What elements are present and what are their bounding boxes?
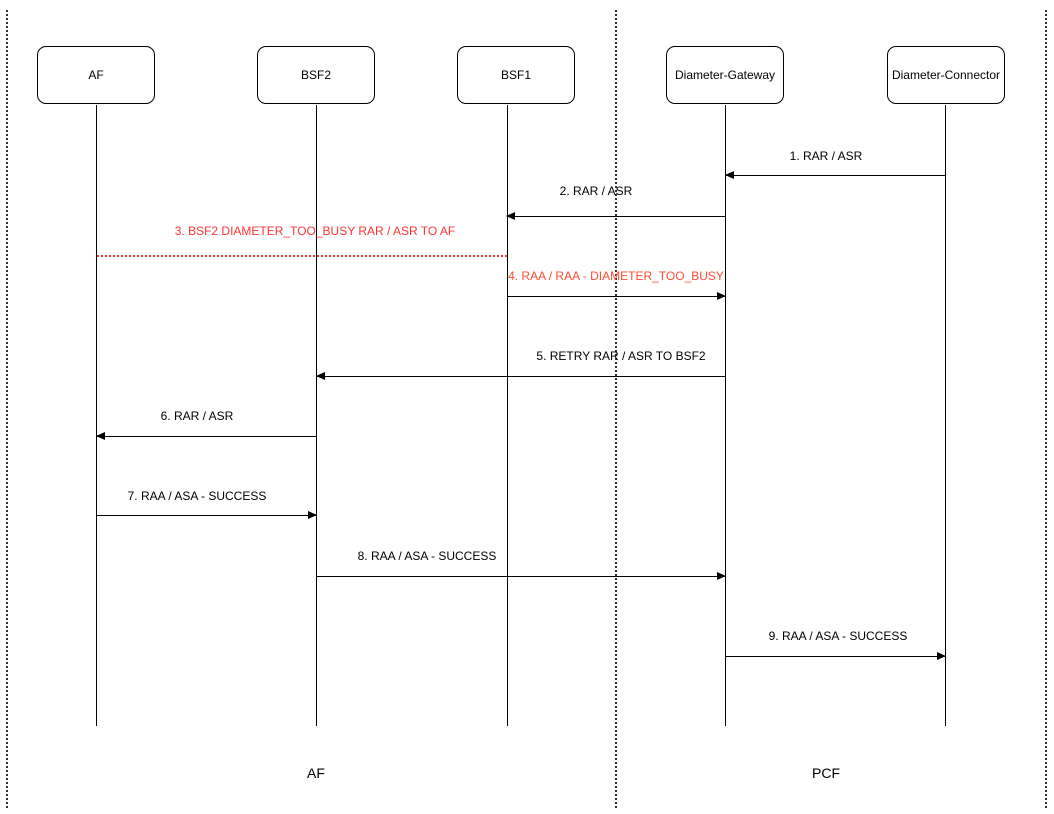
actor-label: Diameter-Gateway (674, 68, 776, 82)
message-arrow-7[interactable] (97, 511, 317, 519)
lifeline-diameter-gateway (725, 105, 726, 726)
arrowhead-left-icon (506, 212, 515, 220)
message-label-6: 6. RAR / ASR (160, 409, 234, 423)
actor-diameter-connector[interactable]: Diameter-Connector (887, 46, 1005, 104)
arrowhead-left-icon (96, 432, 105, 440)
message-label-9: 9. RAA / ASA - SUCCESS (768, 629, 908, 643)
message-arrow-3[interactable] (97, 255, 507, 257)
message-label-2: 2. RAR / ASR (559, 184, 633, 198)
arrowhead-right-icon (717, 572, 726, 580)
group-divider-left (6, 10, 8, 808)
group-divider-right (1045, 10, 1047, 808)
message-label-1: 1. RAR / ASR (789, 149, 863, 163)
message-label-7: 7. RAA / ASA - SUCCESS (127, 489, 267, 503)
lifeline-af (96, 105, 97, 726)
message-label-5: 5. RETRY RAR / ASR TO BSF2 (536, 349, 706, 363)
actor-label: Diameter-Connector (891, 68, 1001, 82)
actor-bsf2[interactable]: BSF2 (257, 46, 375, 104)
group-label-af: AF (307, 765, 325, 781)
message-label-3: 3. BSF2 DIAMETER_TOO_BUSY RAR / ASR TO A… (174, 224, 456, 238)
arrowhead-right-icon (937, 652, 946, 660)
message-arrow-2[interactable] (506, 212, 725, 220)
message-label-4: 4. RAA / RAA - DIAMETER_TOO_BUSY (508, 269, 724, 283)
actor-label: BSF1 (500, 68, 531, 82)
message-arrow-8[interactable] (317, 572, 726, 580)
actor-label: AF (88, 68, 104, 82)
message-arrow-5[interactable] (316, 372, 725, 380)
lifeline-bsf2 (316, 105, 317, 726)
group-divider-middle (615, 10, 617, 808)
message-label-8: 8. RAA / ASA - SUCCESS (357, 549, 497, 563)
group-label-pcf: PCF (812, 765, 840, 781)
arrowhead-left-icon (316, 372, 325, 380)
actor-af[interactable]: AF (37, 46, 155, 104)
arrowhead-right-icon (308, 511, 317, 519)
message-arrow-6[interactable] (96, 432, 316, 440)
arrowhead-right-icon (717, 292, 726, 300)
message-arrow-4[interactable] (507, 292, 726, 300)
lifeline-bsf1 (507, 105, 508, 726)
actor-label: BSF2 (300, 68, 331, 82)
message-arrow-1[interactable] (725, 171, 945, 179)
actor-bsf1[interactable]: BSF1 (457, 46, 575, 104)
message-arrow-9[interactable] (726, 652, 946, 660)
actor-diameter-gateway[interactable]: Diameter-Gateway (666, 46, 784, 104)
lifeline-diameter-connector (945, 105, 946, 726)
arrowhead-left-icon (725, 171, 734, 179)
